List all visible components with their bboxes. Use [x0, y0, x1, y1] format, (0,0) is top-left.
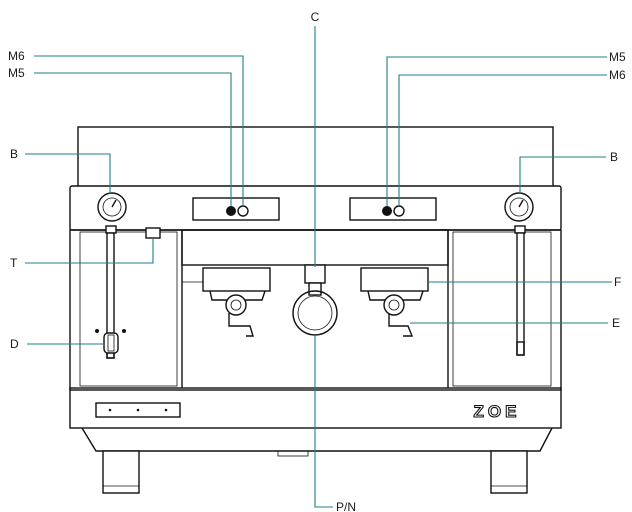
right-foot: [490, 450, 528, 494]
label-m5-left: M5: [8, 66, 25, 80]
label-b-left: B: [10, 147, 18, 161]
label-d: D: [10, 337, 19, 351]
display-strip: [95, 402, 181, 418]
left-pressure-gauge: [97, 192, 127, 222]
machine-drawing: ZOE: [69, 126, 562, 494]
label-pn: P/N: [336, 500, 356, 512]
right-control-panel: [349, 197, 437, 221]
label-t: T: [10, 256, 18, 270]
left-control-panel: [192, 197, 280, 221]
steam-knob: [95, 329, 126, 354]
base: [81, 427, 553, 452]
left-foot: [102, 450, 140, 494]
hot-water-tap: [145, 227, 161, 239]
label-f: F: [614, 275, 621, 289]
callout-labels: M6 M5 C M5 M6 B B T F E D P/N: [8, 10, 626, 512]
right-steam-wand: [514, 225, 526, 356]
label-b-right: B: [610, 150, 618, 164]
left-portafilter: [202, 267, 271, 337]
leader-lines: [25, 26, 612, 508]
right-portafilter: [360, 267, 429, 337]
label-e: E: [612, 316, 620, 330]
center-outlet: [292, 264, 338, 336]
label-c: C: [311, 10, 320, 24]
label-m6-left: M6: [8, 49, 25, 63]
label-m6-right: M6: [609, 68, 626, 82]
right-pressure-gauge: [504, 192, 534, 222]
label-m5-right: M5: [609, 50, 626, 64]
brand-logo: ZOE: [474, 402, 521, 421]
